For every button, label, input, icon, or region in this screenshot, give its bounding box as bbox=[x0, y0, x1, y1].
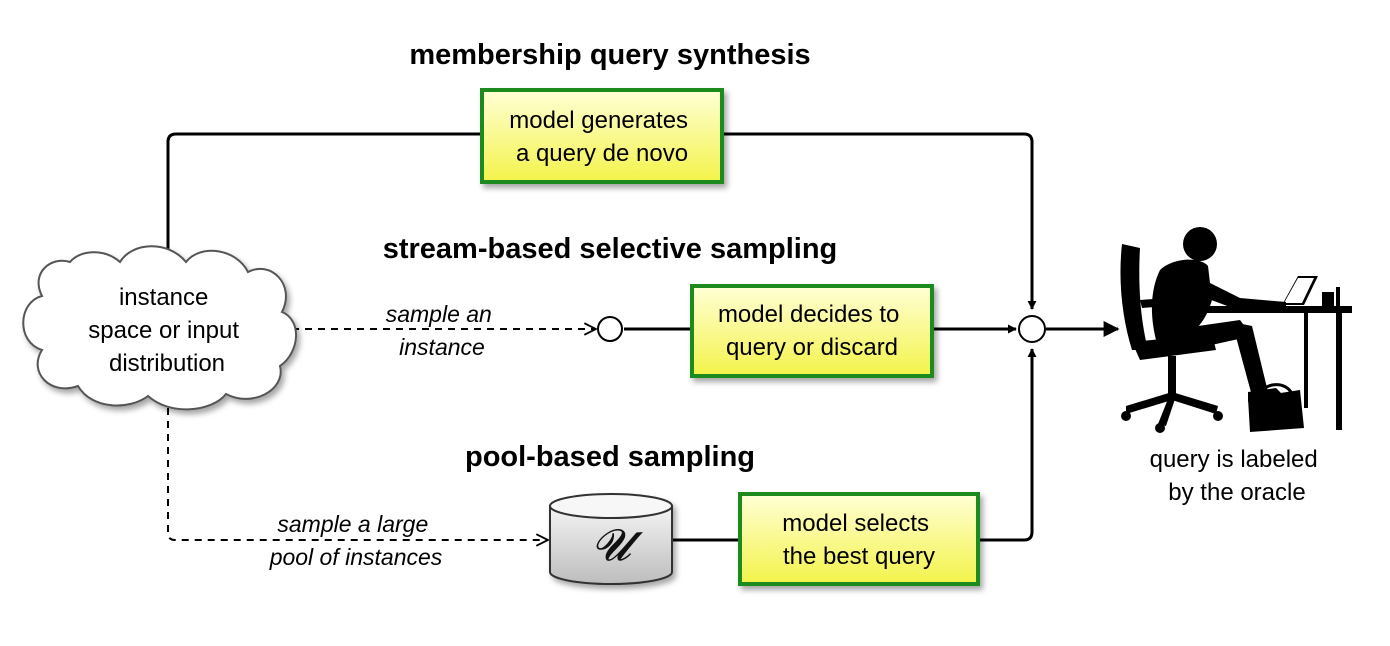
select-box-line-1: model selects bbox=[782, 510, 929, 537]
stream-sampling-title: stream-based selective sampling bbox=[383, 233, 838, 265]
instance-space-cloud bbox=[22, 245, 297, 411]
stream-node-circle bbox=[597, 316, 623, 342]
oracle-caption: query is labeled by the oracle bbox=[1150, 446, 1325, 506]
select-query-box: model selects the best query bbox=[738, 492, 980, 586]
decide-box-line-2: query or discard bbox=[726, 334, 898, 361]
generate-box-line-1: model generates bbox=[509, 107, 688, 134]
select-box-line-2: the best query bbox=[783, 543, 935, 570]
oracle-caption-line-2: by the oracle bbox=[1168, 479, 1305, 506]
select-to-junction-path bbox=[980, 348, 1037, 542]
pool-sample-path bbox=[167, 408, 548, 540]
membership-query-title: membership query synthesis bbox=[409, 39, 810, 71]
decide-box-line-1: model decides to bbox=[718, 301, 899, 328]
merge-junction-circle bbox=[1018, 315, 1046, 343]
oracle-caption-line-1: query is labeled bbox=[1150, 446, 1318, 473]
pool-edge-label: sample a large pool of instances bbox=[269, 511, 443, 570]
decide-query-box: model decides to query or discard bbox=[690, 284, 934, 378]
svg-text:model selects the best q: model selects the best query bbox=[782, 510, 935, 570]
pool-sampling-title: pool-based sampling bbox=[465, 441, 755, 473]
stream-edge-label: sample an instance bbox=[386, 301, 499, 360]
cloud-line-3: distribution bbox=[109, 350, 225, 377]
pool-edge-line-2: pool of instances bbox=[269, 544, 443, 570]
stream-edge-line-1: sample an bbox=[386, 301, 492, 327]
person-at-computer-icon bbox=[1120, 227, 1352, 433]
svg-text:model decides to query o: model decides to query or discard bbox=[718, 301, 906, 361]
cloud-text: instance space or input distribution bbox=[88, 284, 245, 377]
stream-edge-line-2: instance bbox=[399, 334, 485, 360]
unlabeled-pool-cylinder bbox=[549, 493, 673, 585]
generate-box-line-2: a query de novo bbox=[516, 140, 688, 167]
cloud-line-2: space or input bbox=[88, 317, 239, 344]
cloud-line-1: instance bbox=[119, 284, 208, 311]
generate-query-box: model generates a query de novo bbox=[480, 88, 724, 184]
pool-edge-line-1: sample a large bbox=[277, 511, 428, 537]
connectors bbox=[166, 132, 1120, 542]
svg-text:model generates a query: model generates a query de novo bbox=[509, 107, 694, 167]
